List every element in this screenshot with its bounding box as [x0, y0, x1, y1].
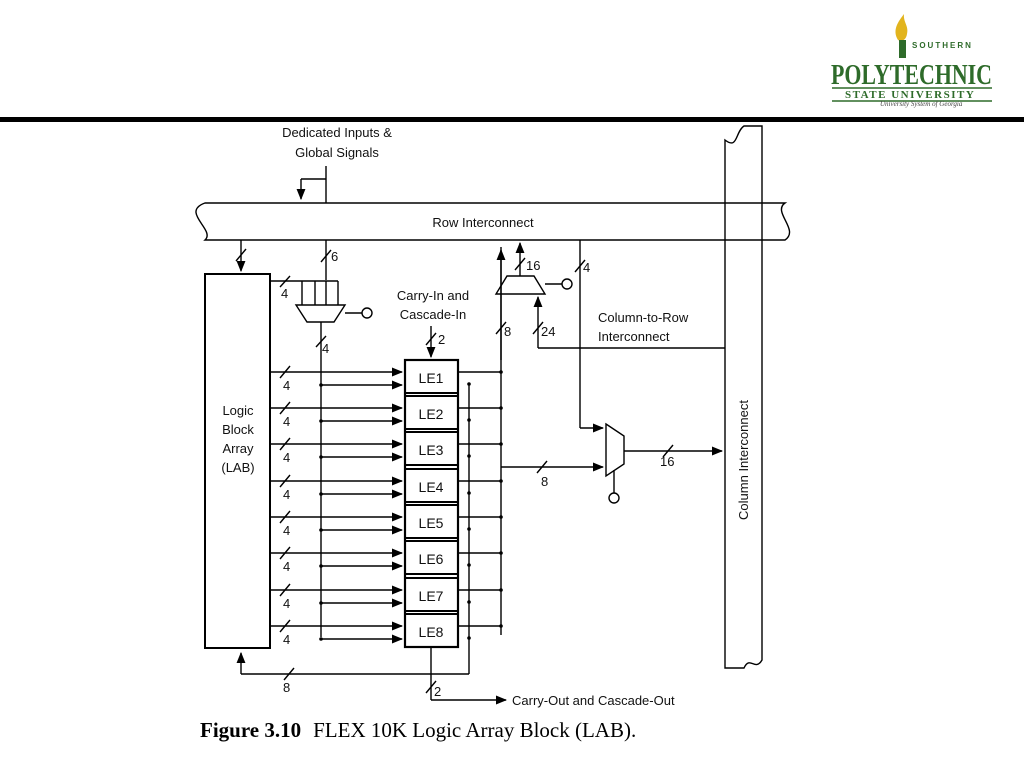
- le-input-width-6: 4: [283, 559, 290, 574]
- le-stack: LE1 LE2 LE3 LE4 LE5 LE6 LE7 LE8: [403, 358, 460, 649]
- le-to-column-mux-slash: [536, 460, 548, 474]
- mux-output-slash: [315, 335, 327, 348]
- le-label-4: LE4: [419, 479, 444, 495]
- figure-caption: Figure 3.10 FLEX 10K Logic Array Block (L…: [200, 718, 636, 742]
- le-input-slash-5: [279, 510, 291, 524]
- bus-width-4-in: 4: [281, 286, 288, 301]
- row-interconnect-bus: [195, 202, 791, 241]
- university-logo: SOUTHERN POLYTECHNIC STATE UNIVERSITY Un…: [831, 14, 992, 108]
- le-input-width-1: 4: [283, 378, 290, 393]
- carry-out-wire: [430, 647, 508, 705]
- le-input-width-4: 4: [283, 487, 290, 502]
- le-label-6: LE6: [419, 551, 444, 567]
- bus-width-6: 6: [331, 249, 338, 264]
- carry-out-slash: [425, 680, 437, 694]
- bus-width-16-col: 16: [660, 454, 674, 469]
- le-junction-dot-6: [319, 564, 323, 568]
- logo-top-text: SOUTHERN: [912, 41, 973, 50]
- column-to-row-label-1: Column-to-Row: [598, 310, 689, 325]
- le-input-width-2: 4: [283, 414, 290, 429]
- carry-in-label-1: Carry-In and: [397, 288, 469, 303]
- figure-caption-text: FLEX 10K Logic Array Block (LAB).: [313, 718, 636, 742]
- logo-sub-text: STATE UNIVERSITY: [845, 89, 975, 101]
- lab-label-2: Block: [222, 422, 254, 437]
- le-junction-dot-8: [319, 637, 323, 641]
- column-to-row-slash: [532, 321, 544, 335]
- row-to-column-mux-slash: [574, 259, 586, 273]
- bus-width-8-b: 8: [541, 474, 548, 489]
- column-to-row-mux: [494, 275, 573, 295]
- le-label-3: LE3: [419, 442, 444, 458]
- le-output-wires: [458, 370, 503, 640]
- bus-width-8-a: 8: [504, 324, 511, 339]
- mux-to-row-slash: [514, 257, 526, 271]
- le-input-slash-7: [279, 583, 291, 597]
- torch-icon: [895, 14, 908, 58]
- bus-width-8-bottom: 8: [283, 680, 290, 695]
- bus-width-4-out: 4: [322, 341, 329, 356]
- carry-in-label-2: Cascade-In: [400, 307, 466, 322]
- le-label-5: LE5: [419, 515, 444, 531]
- le-junction-dot-1: [319, 383, 323, 387]
- bus-width-4-right: 4: [583, 260, 590, 275]
- le-junction-dot-3: [319, 455, 323, 459]
- lab-block: [204, 273, 271, 649]
- le-box-7: [404, 577, 459, 612]
- le-label-8: LE8: [419, 624, 444, 640]
- figure-caption-label: Figure 3.10: [200, 718, 301, 742]
- carry-out-label: Carry-Out and Cascade-Out: [512, 693, 675, 708]
- le-input-slash-3: [279, 437, 291, 451]
- le-input-slash-8: [279, 619, 291, 633]
- le-label-7: LE7: [419, 588, 444, 604]
- le-input-slash-4: [279, 474, 291, 488]
- dedicated-inputs-label-2: Global Signals: [295, 145, 379, 160]
- le-input-width-3: 4: [283, 450, 290, 465]
- row-to-mux-slash: [320, 249, 332, 263]
- lab-to-mux-slash: [279, 275, 291, 288]
- column-interconnect-bus: [724, 125, 763, 669]
- le-input-width-7: 4: [283, 596, 290, 611]
- bus-width-16-up: 16: [526, 258, 540, 273]
- row-to-lab-slash: [235, 248, 247, 262]
- le-box-6: [404, 540, 459, 575]
- column-mux-out-slash: [662, 444, 674, 458]
- le-input-wires: 4 4 4 4 4 4 4 4: [271, 365, 404, 647]
- control-mux: [271, 280, 373, 323]
- le-junction-dot-4: [319, 492, 323, 496]
- bus-width-2-in: 2: [438, 332, 445, 347]
- column-to-row-label-2: Interconnect: [598, 329, 670, 344]
- bus-width-2-out: 2: [434, 684, 441, 699]
- le-label-1: LE1: [419, 370, 444, 386]
- lab-label-3: Array: [222, 441, 254, 456]
- le-input-slash-2: [279, 401, 291, 415]
- le-out-slash-8a: [495, 321, 507, 335]
- column-interconnect-label: Column Interconnect: [736, 400, 751, 520]
- logo-tag-text: University System of Georgia: [880, 100, 963, 108]
- bus-width-24: 24: [541, 324, 555, 339]
- dedicated-inputs-wire: [296, 166, 327, 203]
- lab-label-4: (LAB): [221, 460, 254, 475]
- le-label-2: LE2: [419, 406, 444, 422]
- header-rule: [0, 117, 1024, 122]
- le-junction-dot-7: [319, 601, 323, 605]
- feedback-slash: [283, 667, 295, 681]
- le-input-width-5: 4: [283, 523, 290, 538]
- row-interconnect-label: Row Interconnect: [432, 215, 534, 230]
- le-input-width-8: 4: [283, 632, 290, 647]
- le-input-slash-6: [279, 546, 291, 560]
- carry-in-slash: [425, 332, 437, 346]
- logo-main-text: POLYTECHNIC: [831, 59, 992, 91]
- le-input-slash-1: [279, 365, 291, 379]
- le-junction-dot-5: [319, 528, 323, 532]
- le-junction-dot-2: [319, 419, 323, 423]
- lab-label-1: Logic: [222, 403, 254, 418]
- column-output-mux: [605, 422, 625, 504]
- dedicated-inputs-label-1: Dedicated Inputs &: [282, 125, 392, 140]
- le-box-5: [404, 504, 459, 539]
